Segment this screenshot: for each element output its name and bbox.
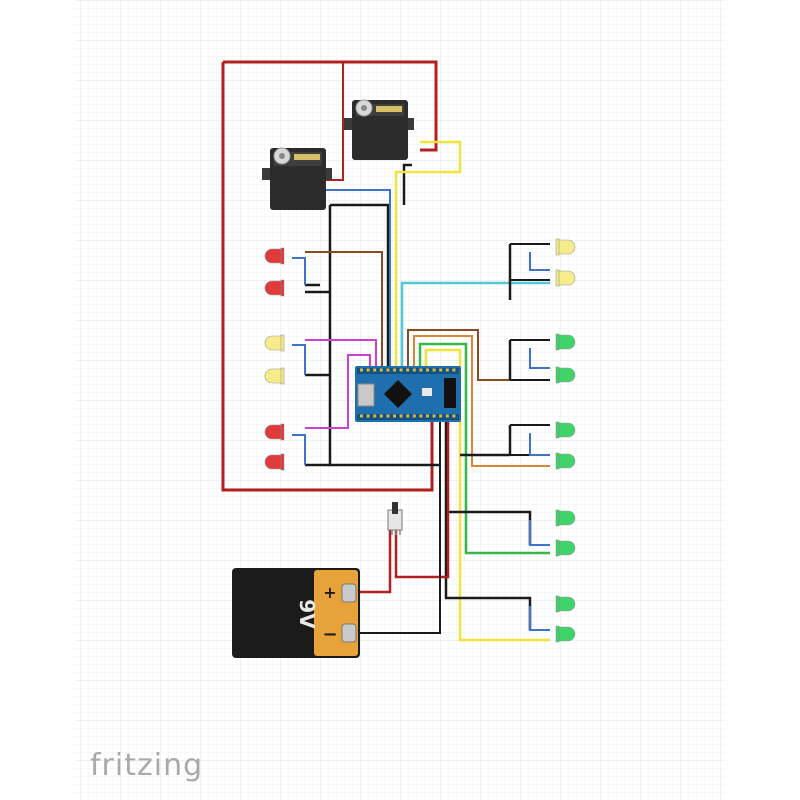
wire-black-battery[interactable] xyxy=(352,420,441,634)
wires xyxy=(221,60,550,642)
arduino-nano-board[interactable] xyxy=(355,366,461,422)
wire-blue-right-legs[interactable] xyxy=(529,252,550,631)
battery-plus-terminal[interactable] xyxy=(341,583,357,603)
header-pin[interactable] xyxy=(373,368,377,372)
header-pin[interactable] xyxy=(379,414,383,418)
led-right-7[interactable] xyxy=(555,509,576,527)
battery-9v[interactable]: + − 9V xyxy=(232,568,360,658)
wire-green-right[interactable] xyxy=(418,342,550,555)
header-pin[interactable] xyxy=(360,368,363,372)
header-pin[interactable] xyxy=(386,414,390,418)
led-left-5[interactable] xyxy=(264,423,285,441)
servo-motor-1[interactable] xyxy=(262,147,332,210)
slide-switch[interactable] xyxy=(387,502,403,535)
wire-red-power-loop[interactable] xyxy=(221,60,438,492)
header-pin[interactable] xyxy=(445,368,449,372)
wire-yellow-right[interactable] xyxy=(424,348,550,642)
header-pin[interactable] xyxy=(412,368,416,372)
header-pin[interactable] xyxy=(406,414,410,418)
led-left-4[interactable] xyxy=(264,367,285,385)
led-right-4[interactable] xyxy=(555,366,576,384)
microcontroller-chip xyxy=(384,380,412,408)
wire-red-switch-board[interactable] xyxy=(394,420,450,579)
header-pin[interactable] xyxy=(452,414,456,418)
wire-magenta-led-a[interactable] xyxy=(305,339,377,370)
wire-brown-right[interactable] xyxy=(407,329,550,381)
led-left-6[interactable] xyxy=(264,453,285,471)
header-pin[interactable] xyxy=(360,414,363,418)
led-left-2[interactable] xyxy=(264,279,285,297)
header-pin[interactable] xyxy=(373,414,377,418)
left-led-column xyxy=(264,247,285,471)
wire-red-battery-switch[interactable] xyxy=(352,530,392,594)
wire-black-right-bus[interactable] xyxy=(444,244,532,630)
usb-port[interactable] xyxy=(357,383,375,407)
header-pin[interactable] xyxy=(393,414,396,418)
header-pin[interactable] xyxy=(439,414,443,418)
wire-orange-right[interactable] xyxy=(413,335,550,467)
led-right-1[interactable] xyxy=(555,238,576,256)
wire-blue-servo2[interactable] xyxy=(325,189,391,370)
header-pin[interactable] xyxy=(432,368,436,372)
led-right-3[interactable] xyxy=(555,333,576,351)
header-pin[interactable] xyxy=(419,368,423,372)
led-right-8[interactable] xyxy=(555,539,576,557)
header-pin[interactable] xyxy=(439,368,443,372)
led-right-10[interactable] xyxy=(555,625,576,643)
wire-magenta-led-b[interactable] xyxy=(305,354,371,429)
battery-voltage-label: 9V xyxy=(295,599,319,629)
header-pins xyxy=(360,368,456,418)
led-right-5[interactable] xyxy=(555,421,576,439)
header-pin[interactable] xyxy=(399,368,403,372)
header-pin[interactable] xyxy=(366,414,370,418)
wire-cyan-led[interactable] xyxy=(400,281,550,370)
led-right-9[interactable] xyxy=(555,595,576,613)
wire-brown-led[interactable] xyxy=(305,251,383,370)
header-pin[interactable] xyxy=(412,414,416,418)
header-pin[interactable] xyxy=(419,414,423,418)
header-pin[interactable] xyxy=(366,368,370,372)
wire-black-right-leds[interactable] xyxy=(510,243,550,456)
servo-motor-2[interactable] xyxy=(344,99,414,160)
header-pin[interactable] xyxy=(432,414,436,418)
battery-minus-label: − xyxy=(322,624,337,645)
icsp-header xyxy=(444,378,456,408)
fritzing-logo: fritzing xyxy=(90,748,204,783)
header-pin[interactable] xyxy=(426,368,429,372)
header-pin[interactable] xyxy=(386,368,390,372)
header-pin[interactable] xyxy=(393,368,396,372)
reset-button[interactable] xyxy=(422,388,432,396)
led-right-6[interactable] xyxy=(555,452,576,470)
header-pin[interactable] xyxy=(452,368,456,372)
wire-yellow-servo1[interactable] xyxy=(394,140,462,370)
led-left-1[interactable] xyxy=(264,247,285,265)
battery-minus-terminal[interactable] xyxy=(341,623,357,643)
led-left-3[interactable] xyxy=(264,334,285,352)
header-pin[interactable] xyxy=(426,414,429,418)
header-pin[interactable] xyxy=(379,368,383,372)
battery-plus-label: + xyxy=(323,583,336,602)
wire-black-servo1[interactable] xyxy=(402,163,412,205)
header-pin[interactable] xyxy=(399,414,403,418)
header-pin[interactable] xyxy=(406,368,410,372)
wire-blue-left-leds[interactable] xyxy=(292,257,306,465)
right-led-column xyxy=(555,238,576,643)
wire-black-left-leds[interactable] xyxy=(305,283,330,467)
header-pin[interactable] xyxy=(445,414,449,418)
led-right-2[interactable] xyxy=(555,269,576,287)
